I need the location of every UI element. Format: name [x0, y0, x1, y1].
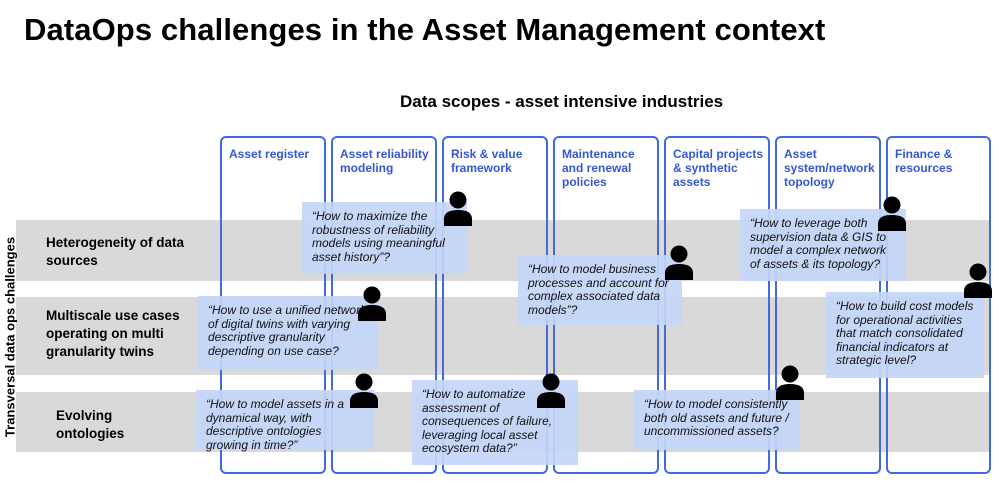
- column-header: Finance & resources: [895, 147, 953, 175]
- quote-business-processes: “How to model business processes and acc…: [518, 255, 682, 325]
- column-header: Asset reliability modeling: [340, 147, 429, 175]
- page-title: DataOps challenges in the Asset Manageme…: [24, 12, 826, 47]
- person-icon: [775, 364, 805, 400]
- column-header: Risk & value framework: [451, 147, 523, 175]
- quote-dynamical-assets: “How to model assets in a dynamical way,…: [196, 390, 374, 451]
- quote-cost-models: “How to build cost models for operationa…: [826, 292, 984, 378]
- person-icon: [357, 285, 387, 321]
- quote-reliability-robustness: “How to maximize the robustness of relia…: [302, 202, 467, 274]
- row-label-heterogeneity: Heterogeneity of data sources: [46, 235, 185, 268]
- column-header: Asset register: [229, 147, 310, 161]
- person-icon: [664, 244, 694, 280]
- y-axis-label: Transversal data ops challenges: [2, 236, 18, 438]
- person-icon: [536, 372, 566, 408]
- column-header: Maintenance and renewal policies: [562, 147, 635, 189]
- row-label-ontologies: Evolving ontologies: [56, 408, 125, 441]
- row-label-multiscale: Multiscale use cases operating on multi …: [46, 308, 180, 359]
- column-header: Asset system/network topology: [784, 147, 875, 189]
- diagram-subtitle: Data scopes - asset intensive industries: [400, 92, 724, 111]
- quote-network-topology: “How to leverage both supervision data &…: [740, 209, 906, 281]
- quote-automatize-assessment: “How to automatize assessment of consequ…: [412, 380, 578, 465]
- column-finance-resources: Finance & resources: [886, 136, 991, 474]
- column-risk-value-framework: Risk & value framework: [442, 136, 548, 474]
- quote-old-and-future-assets: “How to model consistently both old asse…: [634, 390, 800, 450]
- person-icon: [443, 190, 473, 226]
- quote-unified-network: “How to use a unified network of digital…: [198, 296, 378, 370]
- person-icon: [877, 195, 907, 231]
- person-icon: [963, 262, 993, 298]
- person-icon: [349, 372, 379, 408]
- column-header: Capital projects & synthetic assets: [673, 147, 764, 189]
